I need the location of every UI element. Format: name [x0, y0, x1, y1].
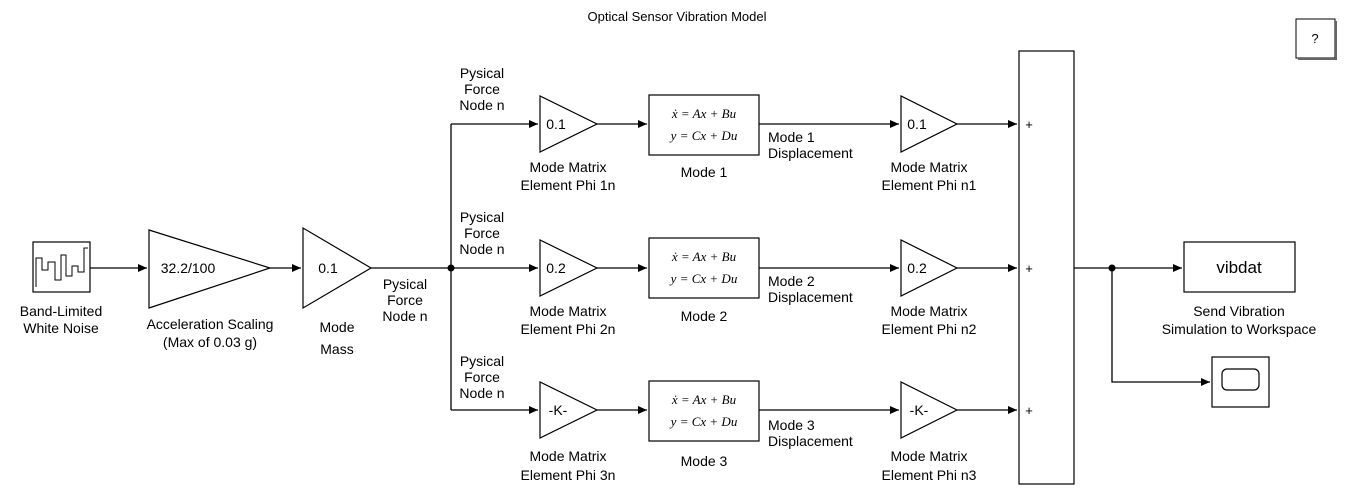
gain-n2-triangle[interactable]	[900, 239, 959, 297]
mode-matrix-gain-3n[interactable]: -K-	[539, 381, 599, 439]
force-label-row1-1: Pysical	[460, 65, 504, 81]
gain-1n-triangle[interactable]	[539, 95, 599, 153]
gain-n1-label-1: Mode Matrix	[890, 159, 967, 175]
force-label-main-2: Force	[387, 292, 423, 308]
gain-2n-label-1: Mode Matrix	[529, 303, 606, 319]
sum-sign-3: +	[1025, 403, 1033, 418]
gain-1n-label-2: Element Phi 1n	[521, 177, 616, 193]
ss1-eq-2: y = Cx + Du	[669, 128, 738, 143]
mode-mass-label-2: Mass	[320, 341, 353, 357]
gain-n2-value: 0.2	[907, 260, 927, 276]
acceleration-scaling-value: 32.2/100	[161, 260, 216, 276]
disp2-label-1: Mode 2	[768, 273, 815, 289]
force-label-row2-2: Force	[464, 225, 500, 241]
ss2-frame[interactable]	[648, 237, 760, 299]
diagram-title: Optical Sensor Vibration Model	[588, 9, 767, 24]
mode-matrix-gain-n3[interactable]: -K-	[900, 381, 959, 439]
white-noise-label-2: White Noise	[23, 320, 99, 336]
to-workspace-label-2: Simulation to Workspace	[1162, 321, 1317, 337]
force-label-row3-1: Pysical	[460, 353, 504, 369]
ss3-eq-1: ẋ = Ax + Bu	[671, 392, 737, 407]
gain-3n-triangle[interactable]	[539, 381, 599, 439]
state-space-mode-1[interactable]: ẋ = Ax + Bu y = Cx + Du	[648, 94, 760, 156]
acceleration-scaling-label-1: Acceleration Scaling	[147, 316, 274, 332]
ss1-eq-1: ẋ = Ax + Bu	[671, 106, 737, 121]
ss2-label: Mode 2	[681, 308, 728, 324]
help-button-frame[interactable]	[1295, 18, 1336, 59]
help-icon[interactable]: ?	[1311, 31, 1318, 46]
force-label-main-3: Node n	[382, 308, 427, 324]
gain-3n-value: -K-	[549, 402, 568, 418]
force-label-row3-3: Node n	[459, 385, 504, 401]
sum-block-frame[interactable]	[1018, 50, 1075, 485]
white-noise-label-1: Band-Limited	[20, 303, 103, 319]
mode-matrix-gain-1n[interactable]: 0.1	[539, 95, 599, 153]
mode-mass-value: 0.1	[318, 260, 338, 276]
force-label-row1-3: Node n	[459, 97, 504, 113]
gain-n2-label-2: Element Phi n2	[882, 321, 977, 337]
scope-block[interactable]	[1211, 356, 1270, 408]
force-label-row3-2: Force	[464, 369, 500, 385]
mode-matrix-gain-2n[interactable]: 0.2	[539, 239, 599, 297]
sum-block[interactable]: + + +	[1018, 50, 1075, 485]
gain-n1-value: 0.1	[907, 116, 927, 132]
force-label-row2-3: Node n	[459, 241, 504, 257]
gain-2n-value: 0.2	[546, 260, 566, 276]
state-space-mode-2[interactable]: ẋ = Ax + Bu y = Cx + Du	[648, 237, 760, 299]
scope-icon	[1221, 368, 1260, 391]
help-button[interactable]: ?	[1295, 18, 1337, 60]
to-workspace-label-1: Send Vibration	[1193, 303, 1285, 319]
gain-n1-triangle[interactable]	[900, 95, 959, 153]
to-workspace-frame[interactable]	[1183, 241, 1296, 293]
force-label-row1-2: Force	[464, 81, 500, 97]
ss3-frame[interactable]	[648, 380, 760, 442]
acceleration-scaling-triangle[interactable]	[148, 229, 272, 309]
acceleration-scaling-gain[interactable]: 32.2/100	[148, 229, 272, 309]
acceleration-scaling-label-2: (Max of 0.03 g)	[163, 334, 257, 350]
gain-2n-label-2: Element Phi 2n	[521, 321, 616, 337]
gain-n3-value: -K-	[910, 402, 929, 418]
gain-1n-label-1: Mode Matrix	[529, 159, 606, 175]
mode-matrix-gain-n1[interactable]: 0.1	[900, 95, 959, 153]
ss3-eq-2: y = Cx + Du	[669, 414, 738, 429]
sum-sign-2: +	[1025, 261, 1033, 276]
mode-matrix-gain-n2[interactable]: 0.2	[900, 239, 959, 297]
disp3-label-2: Displacement	[768, 433, 853, 449]
ss2-eq-1: ẋ = Ax + Bu	[671, 249, 737, 264]
mode-mass-label-1: Mode	[319, 319, 354, 335]
gain-3n-label-2: Element Phi 3n	[521, 467, 616, 483]
ss2-eq-2: y = Cx + Du	[669, 271, 738, 286]
gain-1n-value: 0.1	[546, 116, 566, 132]
disp3-label-1: Mode 3	[768, 417, 815, 433]
gain-n1-label-2: Element Phi n1	[882, 177, 977, 193]
disp1-label-1: Mode 1	[768, 129, 815, 145]
disp1-label-2: Displacement	[768, 145, 853, 161]
mode-mass-gain[interactable]: 0.1	[302, 226, 373, 310]
signal-line	[1111, 268, 1210, 386]
gain-n3-label-1: Mode Matrix	[890, 448, 967, 464]
ss1-frame[interactable]	[648, 94, 760, 156]
gain-n3-label-2: Element Phi n3	[882, 467, 977, 483]
mode-mass-triangle[interactable]	[302, 226, 373, 310]
to-workspace-value: vibdat	[1216, 258, 1262, 277]
force-label-main-1: Pysical	[383, 276, 427, 292]
to-workspace-block[interactable]: vibdat	[1183, 241, 1296, 293]
ss3-label: Mode 3	[681, 453, 728, 469]
disp2-label-2: Displacement	[768, 289, 853, 305]
state-space-mode-3[interactable]: ẋ = Ax + Bu y = Cx + Du	[648, 380, 760, 442]
gain-3n-label-1: Mode Matrix	[529, 448, 606, 464]
gain-2n-triangle[interactable]	[539, 239, 599, 297]
sum-sign-1: +	[1025, 117, 1033, 132]
white-noise-block[interactable]	[32, 241, 91, 293]
gain-n2-label-1: Mode Matrix	[890, 303, 967, 319]
gain-n3-triangle[interactable]	[900, 381, 959, 439]
force-label-row2-1: Pysical	[460, 209, 504, 225]
noise-signal-icon	[35, 247, 88, 287]
ss1-label: Mode 1	[681, 164, 728, 180]
